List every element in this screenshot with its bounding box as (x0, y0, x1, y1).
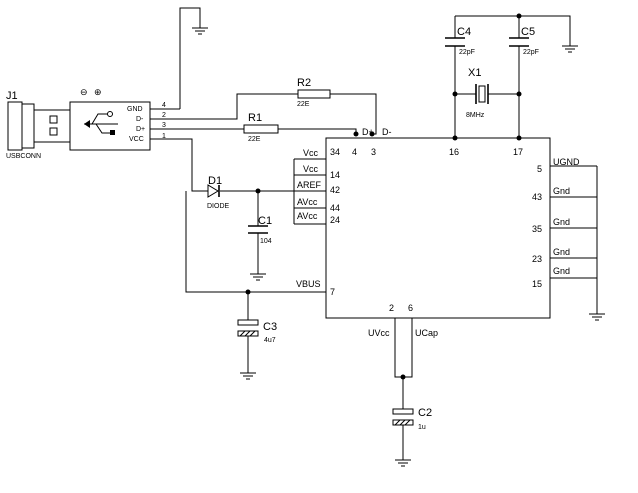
ic-pin-name: VBUS (296, 279, 321, 289)
c5-value: 22pF (523, 49, 539, 56)
ic-pin-number: 43 (532, 192, 542, 202)
r1-ref: R1 (248, 112, 262, 124)
ic-pin-number: 4 (352, 147, 357, 157)
wires (179, 7, 598, 460)
c2-value: 1u (418, 424, 426, 431)
diode-d1: D1 DIODE (207, 175, 230, 210)
ic-pin-name: UCap (415, 328, 438, 338)
ic-pin-number: 15 (532, 279, 542, 289)
ic-pin-number: 16 (449, 147, 459, 157)
ground-icon (240, 372, 256, 380)
d1-value: DIODE (207, 203, 230, 210)
usb-pin-number: 3 (162, 122, 166, 129)
r2-ref: R2 (297, 77, 311, 89)
c1-value: 104 (260, 238, 272, 245)
ic-pin-name: Vcc (303, 148, 319, 158)
ground-icon (562, 45, 578, 53)
r2-value: 22E (297, 101, 310, 108)
c3-ref: C3 (263, 321, 277, 333)
resistor-r1: R1 22E (243, 112, 279, 143)
usb-connector-body (69, 101, 151, 151)
x1-ref: X1 (468, 67, 481, 79)
ic-pin-name: UVcc (368, 328, 390, 338)
ic-pin-name: Gnd (553, 217, 570, 227)
usb-pin-name: D- (136, 116, 144, 123)
ic-pin-number: 42 (330, 185, 340, 195)
ground-icon (395, 459, 411, 467)
ic-pin-name: AVcc (297, 211, 318, 221)
ic-pin-name: Vcc (303, 164, 319, 174)
c4-ref: C4 (457, 26, 471, 38)
r1-value: 22E (248, 136, 261, 143)
usb-trident-icon (84, 111, 118, 135)
j1-value: USBCONN (6, 153, 41, 160)
ic-pin-name: D+ (362, 127, 374, 137)
ic-pin-number: 17 (513, 147, 523, 157)
ground-icon (589, 313, 605, 321)
ic-pin-number: 5 (537, 164, 542, 174)
capacitor-c1: C1 104 (248, 215, 272, 245)
ic-body (325, 137, 551, 319)
ic-pin-name: AREF (297, 180, 322, 190)
ic-pin-number: 7 (330, 287, 335, 297)
usb-plug-contact (49, 115, 58, 124)
ic-pin-name: D- (382, 127, 392, 137)
microcontroller-ic: 4 D+ 3 D- 16 17 34 Vcc 14 Vcc 42 AREF 44… (296, 127, 580, 338)
capacitor-c4: C4 22pF (445, 26, 475, 56)
ic-pin-number: 44 (330, 203, 340, 213)
ic-pin-number: 6 (408, 303, 413, 313)
ground-icon (250, 273, 266, 281)
usb-minus-symbol: ⊖ (80, 87, 88, 97)
resistor-r2: R2 22E (297, 77, 331, 108)
usb-pin-number: 4 (162, 102, 166, 109)
usb-plug-neck (21, 103, 35, 149)
d1-ref: D1 (208, 175, 222, 187)
ic-pin-number: 14 (330, 170, 340, 180)
ic-pin-number: 24 (330, 215, 340, 225)
crystal-x1: X1 8MHz (466, 67, 489, 119)
ic-pin-name: Gnd (553, 266, 570, 276)
usb-pin-name: VCC (129, 136, 144, 143)
x1-value: 8MHz (466, 112, 485, 119)
c1-ref: C1 (258, 215, 272, 227)
c4-value: 22pF (459, 49, 475, 56)
c3-value: 4u7 (264, 337, 276, 344)
j1-ref: J1 (6, 90, 18, 102)
ic-pin-name: Gnd (553, 247, 570, 257)
usb-pin-name: GND (127, 106, 143, 113)
capacitor-c2-polarized: C2 1u (392, 407, 432, 431)
usb-plug-shell (33, 109, 71, 143)
usb-pin-name: D+ (136, 126, 145, 133)
ic-pin-name: UGND (553, 157, 580, 167)
ic-pin-number: 34 (330, 147, 340, 157)
ic-pin-name: Gnd (553, 186, 570, 196)
ic-pin-number: 35 (532, 224, 542, 234)
usb-plug-cap (7, 101, 23, 151)
usb-plus-symbol: ⊕ (94, 87, 102, 97)
ic-pin-number: 23 (532, 254, 542, 264)
usb-pin-number: 1 (162, 133, 166, 140)
usb-pin-number: 2 (162, 112, 166, 119)
usb-plug-contact (49, 127, 58, 136)
capacitor-c5: C5 22pF (509, 26, 539, 56)
ground-icon (192, 27, 208, 35)
usb-connector-j1: J1 USBCONN ⊖ ⊕ GND D- D+ VCC 4 2 3 1 (6, 87, 180, 160)
ic-pin-name: AVcc (297, 197, 318, 207)
c5-ref: C5 (521, 26, 535, 38)
ic-pin-number: 2 (389, 303, 394, 313)
capacitor-c3-polarized: C3 4u7 (237, 319, 277, 344)
ic-pin-number: 3 (371, 147, 376, 157)
c2-ref: C2 (418, 407, 432, 419)
